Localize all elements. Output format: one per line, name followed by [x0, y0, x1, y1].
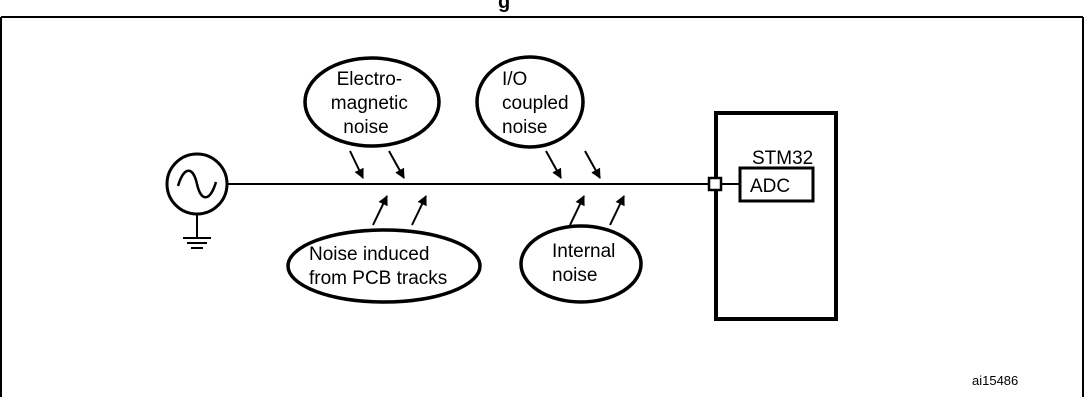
input-pin-icon — [707, 176, 723, 192]
pcb-tracks-noise-bubble — [286, 228, 482, 304]
io-coupled-noise-arrow-1 — [545, 150, 562, 179]
stm32-chip — [714, 111, 838, 321]
electromagnetic-noise-arrow-2 — [388, 150, 405, 179]
electromagnetic-noise-arrow-1 — [349, 150, 364, 179]
io-coupled-noise-label: I/O coupled noise — [502, 69, 574, 138]
stm32-label: STM32 — [752, 148, 813, 169]
adc-label: ADC — [750, 176, 790, 197]
pcb-tracks-noise-label: Noise induced from PCB tracks — [309, 244, 447, 289]
adc-block — [738, 166, 815, 203]
electromagnetic-noise-bubble — [303, 56, 441, 148]
figure-id: ai15486 — [972, 373, 1018, 388]
figure-title-fragment: g — [498, 0, 510, 13]
electromagnetic-noise-label: Electro- magnetic noise — [331, 69, 413, 138]
io-coupled-noise-bubble — [475, 55, 585, 149]
internal-noise-arrow-1 — [569, 195, 585, 226]
internal-noise-label: Internal noise — [552, 241, 621, 286]
io-coupled-noise-arrow-2 — [584, 150, 601, 179]
internal-noise-arrow-2 — [609, 195, 625, 226]
ground-icon — [183, 214, 211, 249]
pcb-noise-arrow-1 — [372, 195, 388, 226]
ac-source-icon — [165, 152, 229, 216]
internal-noise-bubble — [519, 224, 643, 304]
pcb-noise-arrow-2 — [411, 195, 427, 226]
